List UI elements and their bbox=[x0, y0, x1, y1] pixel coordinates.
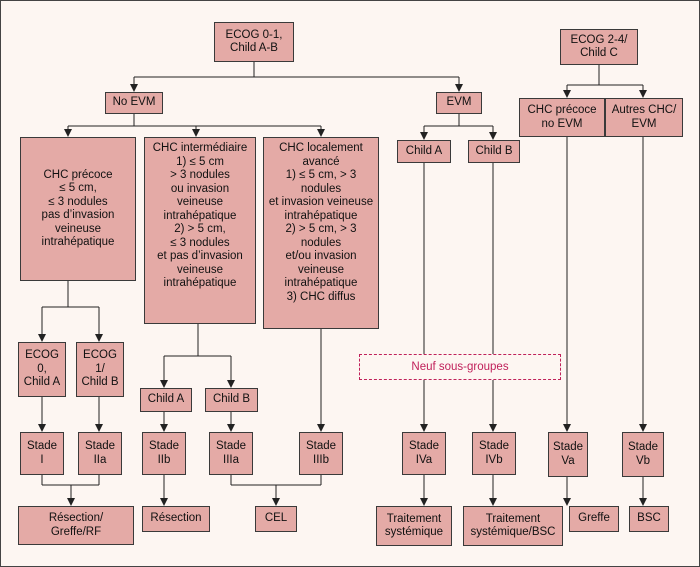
node-chc-precoce: CHC précoce ≤ 5 cm, ≤ 3 nodules pas d’in… bbox=[20, 137, 136, 281]
node-child-b-intermediaire: Child B bbox=[205, 388, 258, 412]
node-cel: CEL bbox=[255, 506, 297, 532]
node-stade-ivb: Stade IVb bbox=[472, 432, 516, 475]
node-chc-precoce-no-evm: CHC précoce no EVM bbox=[519, 98, 605, 137]
node-child-a-intermediaire: Child A bbox=[140, 388, 192, 412]
node-no-evm: No EVM bbox=[105, 92, 163, 114]
node-traitement-systemique: Traitement systémique bbox=[376, 506, 452, 546]
node-stade-i: Stade I bbox=[20, 432, 64, 475]
node-autres-chc-evm: Autres CHC/ EVM bbox=[605, 98, 683, 137]
node-neuf-sous-groupes: Neuf sous-groupes bbox=[359, 354, 561, 380]
node-stade-iia: Stade IIa bbox=[78, 432, 122, 475]
node-chc-localement-avance: CHC localement avancé 1) ≤ 5 cm, > 3 nod… bbox=[263, 137, 379, 329]
node-evm: EVM bbox=[436, 92, 482, 114]
node-stade-vb: Stade Vb bbox=[622, 432, 664, 477]
node-ecog-2-4-child-c: ECOG 2-4/ Child C bbox=[560, 29, 638, 65]
node-resection: Résection bbox=[142, 506, 210, 532]
node-stade-iib: Stade IIb bbox=[142, 432, 186, 475]
node-ecog-0-child-a: ECOG 0, Child A bbox=[18, 342, 66, 397]
node-traitement-systemique-bsc: Traitement systémique/BSC bbox=[463, 506, 563, 546]
node-stade-iva: Stade IVa bbox=[402, 432, 446, 475]
node-chc-intermediaire: CHC intermédiaire 1) ≤ 5 cm > 3 nodules … bbox=[144, 137, 256, 324]
node-child-a-evm: Child A bbox=[397, 140, 451, 163]
node-stade-iiib: Stade IIIb bbox=[299, 432, 343, 475]
node-child-b-evm: Child B bbox=[468, 140, 520, 163]
node-stade-va: Stade Va bbox=[548, 432, 588, 477]
node-ecog-1-child-b: ECOG 1/ Child B bbox=[76, 342, 124, 397]
node-stade-iiia: Stade IIIa bbox=[209, 432, 253, 475]
node-greffe: Greffe bbox=[569, 506, 619, 532]
node-resection-greffe-rf: Résection/ Greffe/RF bbox=[18, 506, 134, 545]
node-bsc: BSC bbox=[629, 506, 669, 532]
node-ecog-0-1-child-a-b: ECOG 0-1, Child A-B bbox=[214, 22, 294, 62]
